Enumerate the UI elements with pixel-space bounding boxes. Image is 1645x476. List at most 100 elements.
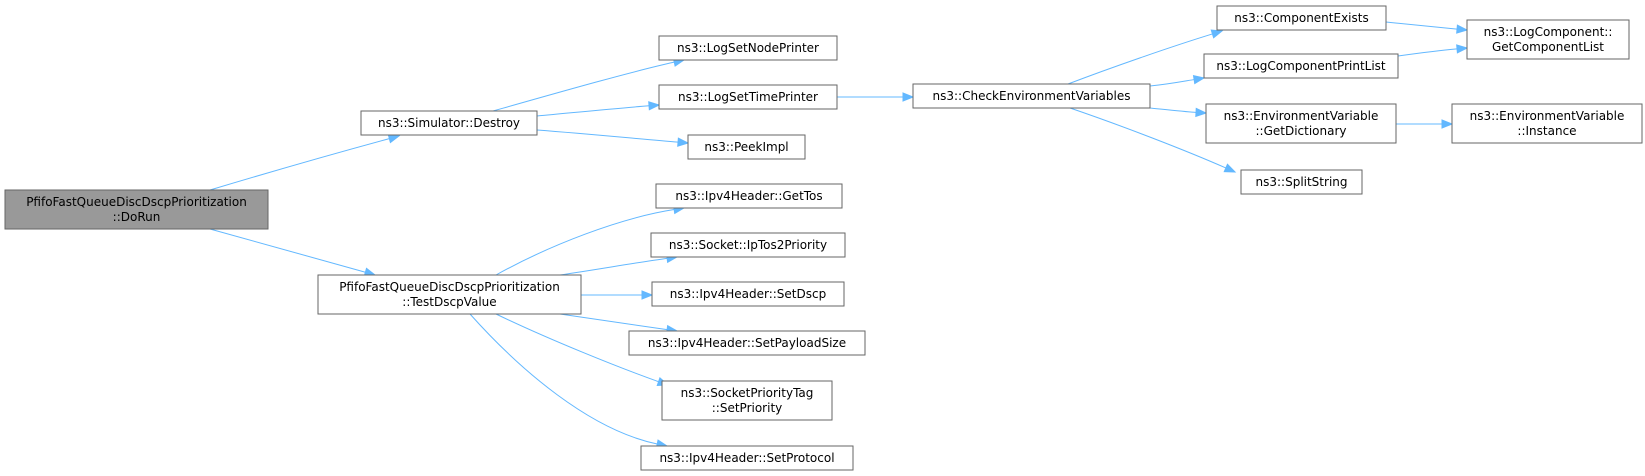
node-label: ::GetDictionary [1255,124,1346,138]
edge-destroy-to-peekimpl [536,129,690,147]
node-setdscp[interactable]: ns3::Ipv4Header::SetDscp [651,281,845,307]
edges-layer [209,21,1469,449]
node-box [687,134,806,160]
node-getdict[interactable]: ns3::EnvironmentVariable::GetDictionary [1205,103,1397,144]
arrowhead-icon [1441,119,1454,129]
node-label: ns3::LogComponent:: [1484,25,1613,39]
edge-line [1149,79,1195,87]
edge-printlist-to-getcomplist [1397,44,1469,57]
node-box [317,274,582,315]
node-destroy[interactable]: ns3::Simulator::Destroy [360,110,538,136]
arrowhead-icon [1210,29,1224,39]
node-box [1203,53,1399,79]
edge-checkenv-to-compexists [1067,29,1224,85]
edge-line [536,129,679,143]
node-box [658,84,838,110]
edge-getdict-to-envinstance [1396,119,1454,129]
node-label: ns3::LogSetTimePrinter [678,90,818,104]
node-label: ns3::LogSetNodePrinter [677,41,819,55]
edge-logtime-to-checkenv [836,92,915,102]
edge-destroy-to-lognode [492,57,686,112]
edge-root-to-destroy [209,134,401,191]
edge-testdscp-to-setdscp [581,290,654,300]
node-box [1466,19,1630,60]
arrowhead-icon [677,137,690,147]
node-envinstance[interactable]: ns3::EnvironmentVariable::Instance [1451,103,1643,144]
node-checkenv[interactable]: ns3::CheckEnvironmentVariables [912,83,1151,109]
arrowhead-icon [387,134,401,144]
edge-line [495,313,659,383]
arrowhead-icon [1195,107,1208,118]
edge-line [559,257,668,276]
edge-line [209,138,390,191]
node-label: ns3::Socket::IpTos2Priority [669,238,827,252]
arrowhead-icon [641,290,654,300]
edge-line [469,313,658,445]
node-box [661,380,833,421]
edge-line [1069,107,1227,169]
node-box [1240,169,1363,195]
node-box [651,281,845,307]
node-setpriority[interactable]: ns3::SocketPriorityTag::SetPriority [661,380,833,421]
node-label: ns3::LogComponentPrintList [1216,59,1386,73]
node-compexists[interactable]: ns3::ComponentExists [1216,5,1387,31]
node-box [1205,103,1397,144]
node-label: ns3::Ipv4Header::GetTos [675,189,822,203]
node-peekimpl[interactable]: ns3::PeekImpl [687,134,806,160]
node-getcomplist[interactable]: ns3::LogComponent::GetComponentList [1466,19,1630,60]
node-label: ::Instance [1517,124,1576,138]
node-label: ns3::ComponentExists [1234,11,1368,25]
node-box [650,232,846,258]
edge-line [1067,33,1213,85]
node-box [1451,103,1643,144]
node-splitstring[interactable]: ns3::SplitString [1240,169,1363,195]
edge-root-to-testdscp [209,228,377,277]
edge-line [209,228,366,273]
node-box [4,189,269,230]
node-iptos[interactable]: ns3::Socket::IpTos2Priority [650,232,846,258]
node-printlist[interactable]: ns3::LogComponentPrintList [1203,53,1399,79]
node-lognode[interactable]: ns3::LogSetNodePrinter [658,35,838,61]
edge-line [536,105,650,117]
node-label: ns3::EnvironmentVariable [1470,109,1625,123]
node-box [1216,5,1387,31]
node-box [628,330,866,356]
node-box [640,445,854,471]
node-box [655,183,843,209]
node-label: ns3::Simulator::Destroy [378,116,520,130]
edge-checkenv-to-getdict [1149,107,1208,118]
nodes-layer: PfifoFastQueueDiscDscpPrioritization::Do… [4,5,1643,471]
edge-checkenv-to-printlist [1149,74,1206,87]
node-label: PfifoFastQueueDiscDscpPrioritization [26,195,247,209]
edge-checkenv-to-splitstring [1069,107,1237,173]
node-label: ns3::SocketPriorityTag [681,386,814,400]
node-label: ::SetPriority [712,401,783,415]
node-label: ns3::CheckEnvironmentVariables [933,89,1131,103]
edge-destroy-to-logtime [536,101,661,117]
node-label: ns3::Ipv4Header::SetPayloadSize [648,336,846,350]
edge-line [1149,107,1197,113]
node-root: PfifoFastQueueDiscDscpPrioritization::Do… [4,189,269,230]
edge-line [559,313,668,331]
arrowhead-icon [648,101,661,111]
edge-line [1397,48,1458,57]
node-logtime[interactable]: ns3::LogSetTimePrinter [658,84,838,110]
node-label: PfifoFastQueueDiscDscpPrioritization [339,280,560,294]
node-label: ns3::Ipv4Header::SetProtocol [659,451,834,465]
arrowhead-icon [1223,163,1237,173]
node-testdscp[interactable]: PfifoFastQueueDiscDscpPrioritization::Te… [317,274,582,315]
arrowhead-icon [1456,24,1469,34]
edge-line [1385,21,1458,30]
node-box [360,110,538,136]
node-label: ns3::Ipv4Header::SetDscp [670,287,826,301]
node-gettos[interactable]: ns3::Ipv4Header::GetTos [655,183,843,209]
node-setpayload[interactable]: ns3::Ipv4Header::SetPayloadSize [628,330,866,356]
arrowhead-icon [902,92,915,102]
node-setprotocol[interactable]: ns3::Ipv4Header::SetProtocol [640,445,854,471]
arrowhead-icon [1456,44,1469,54]
node-box [912,83,1151,109]
node-label: ns3::PeekImpl [704,140,788,154]
node-label: ns3::EnvironmentVariable [1224,109,1379,123]
node-label: ns3::SplitString [1256,175,1348,189]
